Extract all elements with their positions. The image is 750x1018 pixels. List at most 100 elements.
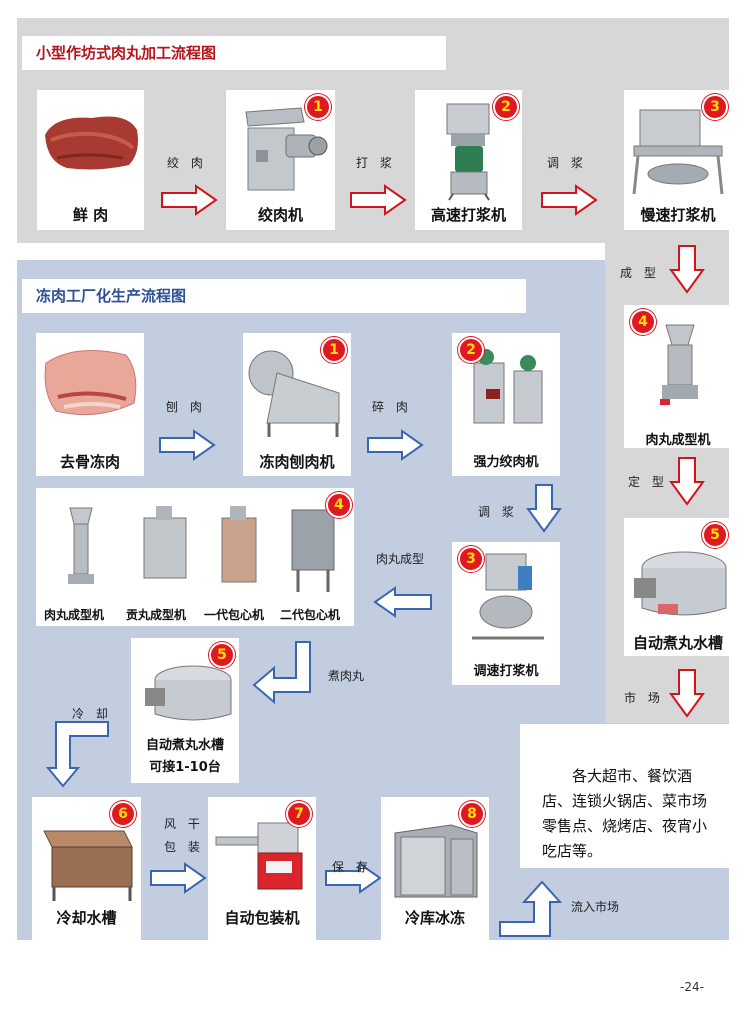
step-auto-packaging: 7 自动包装机 <box>208 797 316 940</box>
step-meat-grinder: 1 绞肉机 <box>226 90 335 230</box>
badge-5: 5 <box>702 522 728 548</box>
step-high-speed-beater: 2 高速打浆机 <box>415 90 522 230</box>
step-cooling-tank: 6 冷却水槽 <box>32 797 141 940</box>
auto-cooking-tank-image <box>145 665 232 721</box>
step-label: 自动煮丸水槽 <box>632 634 723 652</box>
badge-f5: 5 <box>209 642 235 668</box>
step-frozen-meat: 去骨冻肉 <box>36 333 144 476</box>
factory-title: 冻肉工厂化生产流程图 <box>22 279 526 313</box>
arrow-right-1 <box>161 184 218 216</box>
label-form-f: 肉丸成型 <box>376 552 425 566</box>
step-sublabel: 可接1-10台 <box>149 760 221 775</box>
label-beat: 打 浆 <box>356 156 396 170</box>
badge-2: 2 <box>493 94 519 120</box>
label-plane: 刨 肉 <box>166 400 206 414</box>
meatball-former <box>68 507 94 584</box>
second-gen-filler <box>291 509 335 592</box>
market-outlets-text: 各大超市、餐饮酒店、连锁火锅店、菜市场零售点、烧烤店、夜宵小吃店等。 <box>520 724 732 868</box>
step-label: 自动包装机 <box>224 909 300 927</box>
step-label: 去骨冻肉 <box>59 453 120 471</box>
machine-label-4: 二代包心机 <box>280 608 341 622</box>
arrow-right-3 <box>541 184 598 216</box>
cold-storage-image <box>394 824 478 898</box>
step-fresh-meat: 鲜 肉 <box>37 90 144 230</box>
label-store: 保 存 <box>332 860 372 874</box>
label-cook: 煮肉丸 <box>328 669 365 683</box>
label-market: 市 场 <box>624 691 664 705</box>
gongwan-former <box>143 506 187 579</box>
arrow-l-f3 <box>499 880 563 937</box>
step-label: 绞肉机 <box>257 206 303 224</box>
page-number: -24- <box>680 980 704 994</box>
badge-f6: 6 <box>110 801 136 827</box>
step-forming-machines: 4 肉丸成型机 贡丸成型机 一代包心机 二代包心机 <box>36 488 354 626</box>
high-speed-beater-image <box>446 103 490 201</box>
label-mix: 调 浆 <box>547 156 587 170</box>
step-label: 冻肉刨肉机 <box>259 453 335 471</box>
step-label: 调速打浆机 <box>473 664 539 679</box>
step-cold-storage: 8 冷库冰冻 <box>381 797 489 940</box>
badge-f8: 8 <box>459 801 485 827</box>
step-auto-cooking-tank: 5 自动煮丸水槽 <box>624 518 732 656</box>
machine-label-3: 一代包心机 <box>204 608 265 622</box>
fresh-meat-image <box>45 116 138 170</box>
badge-3: 3 <box>702 94 728 120</box>
slow-speed-beater-image <box>632 109 724 195</box>
label-dry: 风 干 <box>164 817 204 831</box>
arrow-l-f2 <box>45 721 109 788</box>
label-cool: 冷 却 <box>72 707 112 721</box>
step-label: 慢速打浆机 <box>640 206 716 224</box>
arrow-down-2 <box>669 457 705 506</box>
badge-f7: 7 <box>286 801 312 827</box>
variable-speed-beater-image <box>472 553 544 640</box>
arrow-down-3 <box>669 669 705 718</box>
label-form: 成 型 <box>620 266 660 280</box>
step-label: 高速打浆机 <box>430 206 506 224</box>
arrow-right-f2 <box>367 429 424 461</box>
forming-machines-image <box>68 506 335 592</box>
step-label: 肉丸成型机 <box>645 433 711 448</box>
step-auto-cooking-tank-f: 5 自动煮丸水槽 可接1-10台 <box>131 638 239 783</box>
auto-cooking-tank-image <box>634 551 727 616</box>
arrow-left-f1 <box>373 586 432 618</box>
cooling-tank-image <box>43 830 133 901</box>
step-label: 冷库冰冻 <box>404 909 465 927</box>
step-variable-speed-beater: 3 调速打浆机 <box>452 542 560 685</box>
label-market-f: 流入市场 <box>571 900 620 914</box>
step-label: 冷却水槽 <box>56 909 117 927</box>
first-gen-filler <box>221 506 257 583</box>
step-heavy-duty-grinder: 2 强力绞肉机 <box>452 333 560 476</box>
label-mix-f: 调 浆 <box>478 505 518 519</box>
arrow-right-f1 <box>159 429 216 461</box>
label-grind: 绞 肉 <box>167 156 207 170</box>
arrow-l-f1 <box>252 641 311 705</box>
step-meatball-forming: 4 肉丸成型机 <box>624 305 732 448</box>
arrow-down-f1 <box>526 484 562 533</box>
meatball-forming-machine-image <box>660 324 698 405</box>
arrow-down-1 <box>669 245 705 294</box>
badge-f4: 4 <box>326 492 352 518</box>
step-label: 强力绞肉机 <box>473 455 539 470</box>
arrow-right-f3 <box>150 862 207 894</box>
badge-f1: 1 <box>321 337 347 363</box>
step-label: 自动煮丸水槽 <box>145 738 224 753</box>
badge-4: 4 <box>630 309 656 335</box>
frozen-meat-planer-image <box>248 350 340 437</box>
heavy-duty-grinder-image <box>473 349 543 424</box>
badge-f2: 2 <box>458 337 484 363</box>
arrow-right-f4 <box>325 862 382 894</box>
frozen-meat-image <box>44 350 137 416</box>
step-label: 鲜 肉 <box>72 206 109 224</box>
step-frozen-meat-planer: 1 冻肉刨肉机 <box>243 333 351 476</box>
arrow-right-2 <box>350 184 407 216</box>
label-shape: 定 型 <box>628 475 668 489</box>
meat-grinder-image <box>245 107 328 191</box>
badge-1: 1 <box>305 94 331 120</box>
workshop-title: 小型作坊式肉丸加工流程图 <box>22 36 446 70</box>
label-pack: 包 装 <box>164 840 204 854</box>
auto-packaging-machine-image <box>215 822 303 890</box>
badge-f3: 3 <box>458 546 484 572</box>
machine-label-2: 贡丸成型机 <box>126 608 187 622</box>
label-crush: 碎 肉 <box>372 400 412 414</box>
step-slow-speed-beater: 3 慢速打浆机 <box>624 90 732 230</box>
